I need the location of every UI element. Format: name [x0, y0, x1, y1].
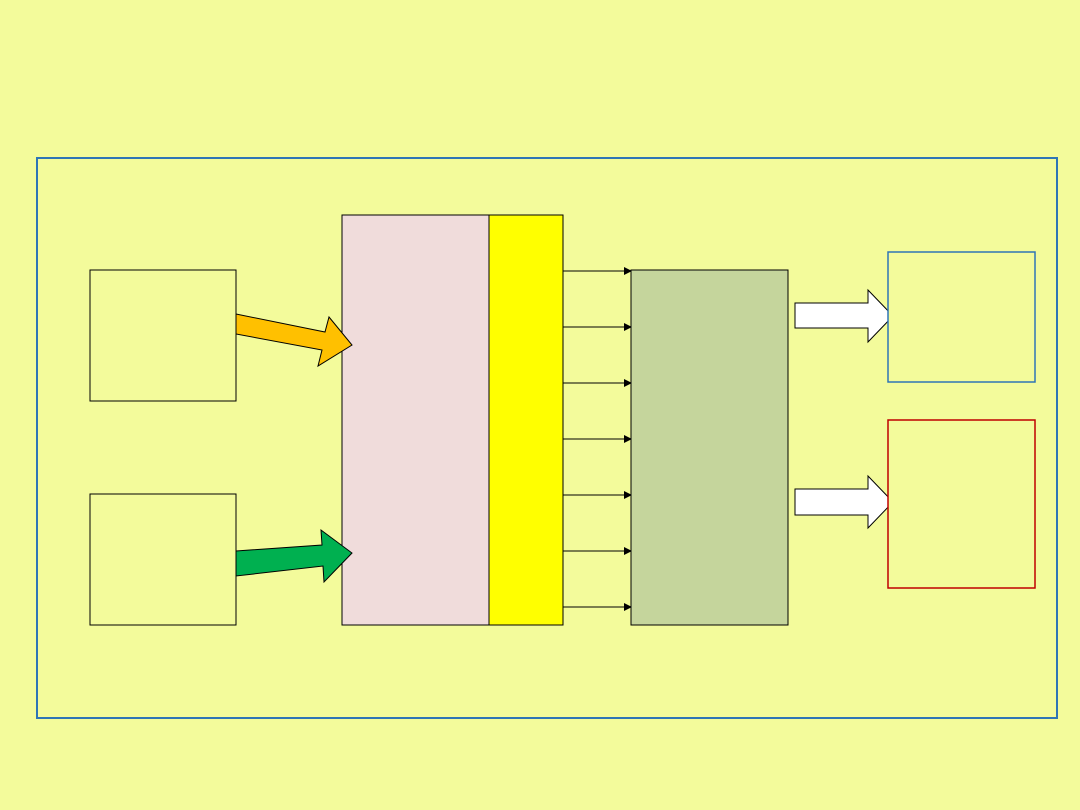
output-box-bottom [887, 419, 1036, 589]
input-box-top [89, 269, 237, 402]
main-processing-block [341, 214, 490, 626]
green-input-arrow [235, 528, 353, 584]
output-box-top [887, 251, 1036, 383]
receiver-block [630, 269, 789, 626]
input-box-bottom [89, 493, 237, 626]
orange-input-arrow [235, 313, 353, 368]
outer-frame [36, 157, 1058, 719]
output-arrow-top [794, 288, 894, 344]
connector-group [563, 267, 632, 611]
yellow-interface-strip [488, 214, 564, 626]
output-arrow-bottom [794, 474, 894, 530]
